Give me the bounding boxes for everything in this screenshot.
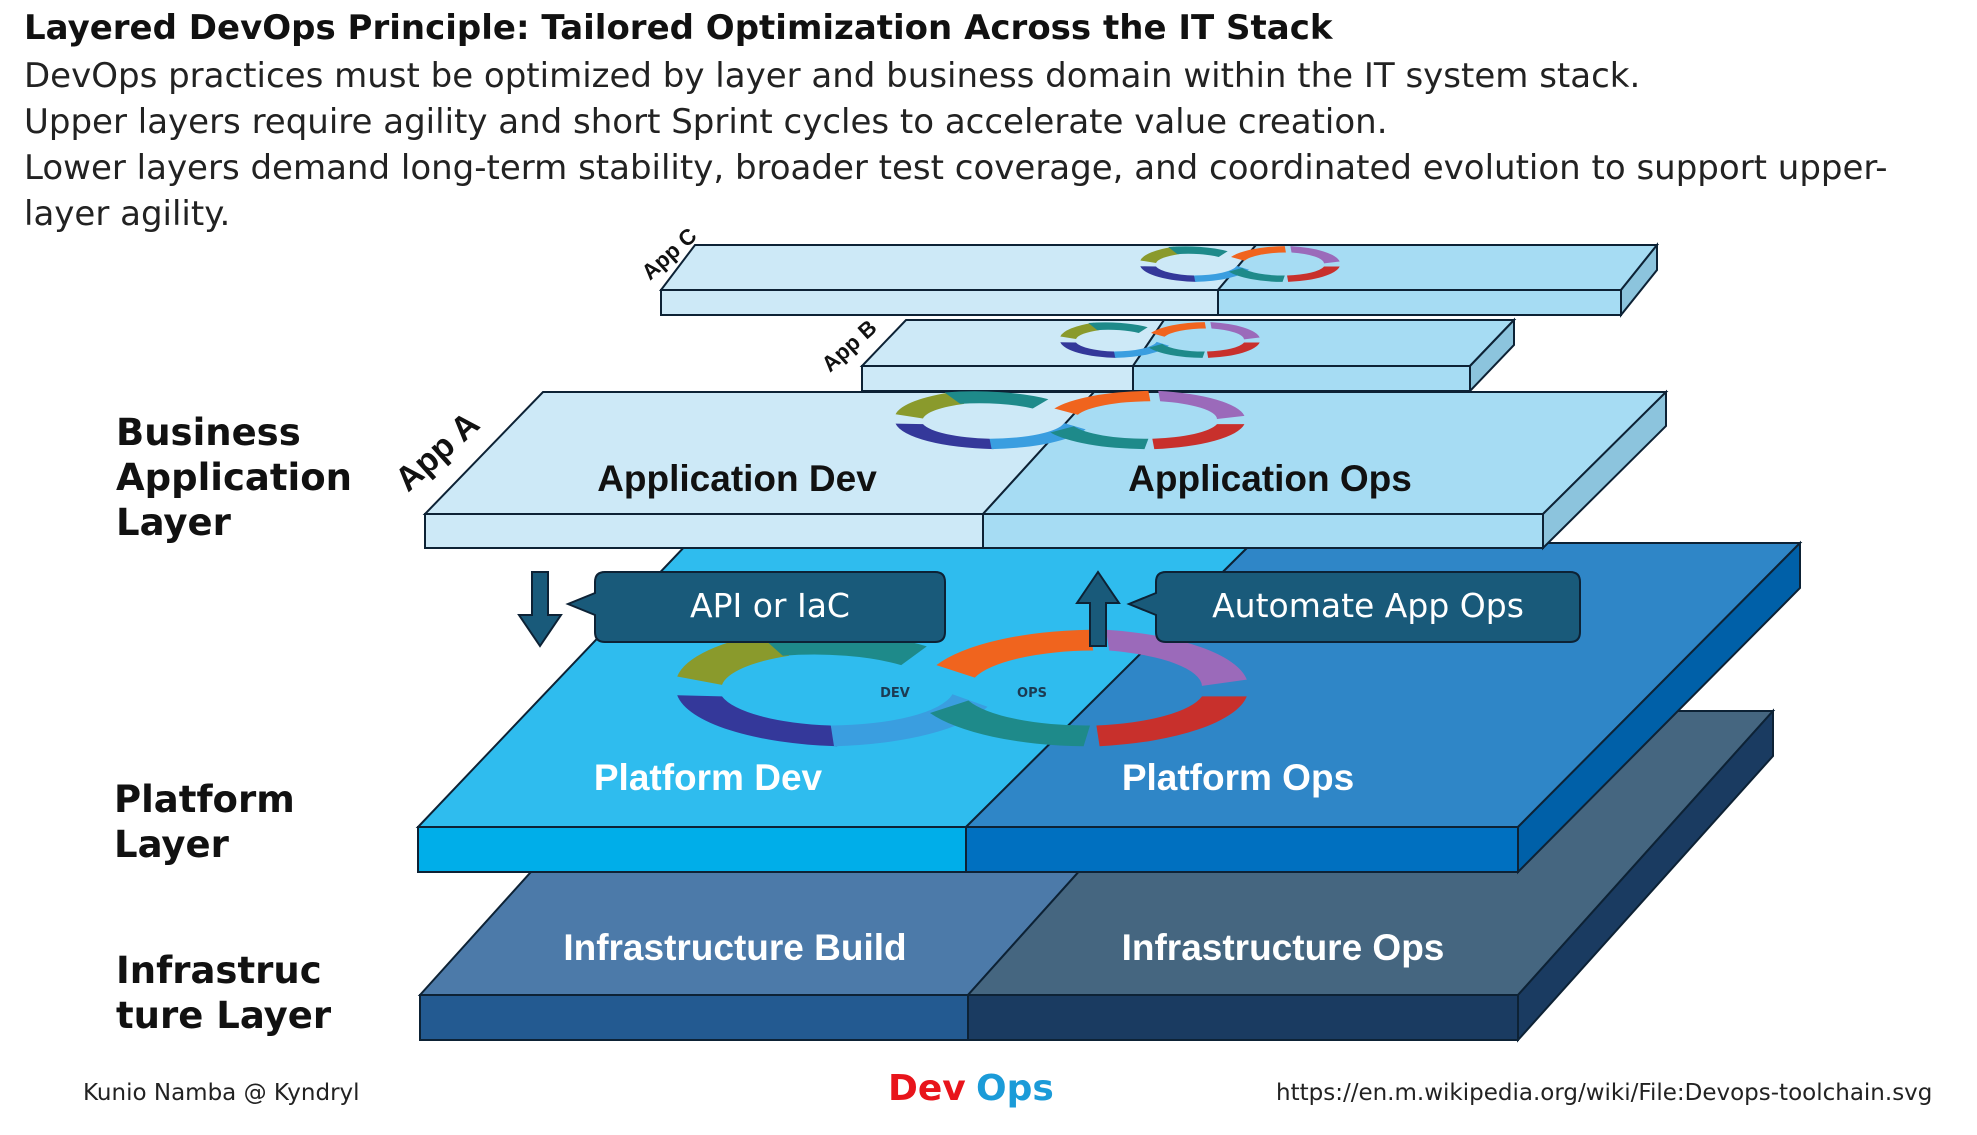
automate-callout-text: Automate App Ops xyxy=(1212,586,1524,625)
infrastructure-layer-label-line: ture Layer xyxy=(116,994,332,1037)
platform-layer-label: Platform Layer xyxy=(114,777,295,867)
description-line-4: layer agility. xyxy=(24,194,231,234)
author-credit: Kunio Namba @ Kyndryl xyxy=(83,1080,360,1106)
business-layer-label-line: Layer xyxy=(116,501,231,544)
automate-callout xyxy=(1126,571,1581,643)
source-link[interactable]: https://en.m.wikipedia.org/wiki/File:Dev… xyxy=(1276,1080,1933,1106)
business-layer-label: Business Application Layer xyxy=(116,410,352,545)
application-ops-label: Application Ops xyxy=(1128,458,1412,499)
platform-toolchain-dev-label: DEV xyxy=(880,686,910,701)
platform-layer-label-line: Platform xyxy=(114,778,295,821)
infrastructure-build-label: Infrastructure Build xyxy=(563,927,906,968)
application-dev-label: Application Dev xyxy=(597,458,877,499)
page-title: Layered DevOps Principle: Tailored Optim… xyxy=(24,8,1333,48)
business-layer-label-line: Application xyxy=(116,456,353,499)
description-line-3: Lower layers demand long-term stability,… xyxy=(24,148,1888,188)
api-callout-text: API or IaC xyxy=(690,586,850,625)
platform-dev-label: Platform Dev xyxy=(594,757,823,798)
api-callout xyxy=(565,571,946,643)
app-a-slab xyxy=(422,389,1669,551)
business-layer-label-line: Business xyxy=(116,411,301,454)
up-arrow-icon xyxy=(1075,570,1121,647)
platform-layer-label-line: Layer xyxy=(114,823,229,866)
platform-toolchain-ops-label: OPS xyxy=(1017,686,1047,701)
infrastructure-layer-label-line: Infrastruc xyxy=(116,949,322,992)
app-c-slab xyxy=(658,242,1660,318)
description-line-1: DevOps practices must be optimized by la… xyxy=(24,56,1641,96)
infrastructure-layer-label: Infrastruc ture Layer xyxy=(116,948,331,1038)
down-arrow-icon xyxy=(517,571,563,648)
description-line-2: Upper layers require agility and short S… xyxy=(24,102,1388,142)
infrastructure-ops-label: Infrastructure Ops xyxy=(1122,927,1445,968)
dev-legend: Dev xyxy=(888,1068,966,1109)
ops-legend: Ops xyxy=(976,1068,1054,1109)
platform-ops-label: Platform Ops xyxy=(1122,757,1354,798)
